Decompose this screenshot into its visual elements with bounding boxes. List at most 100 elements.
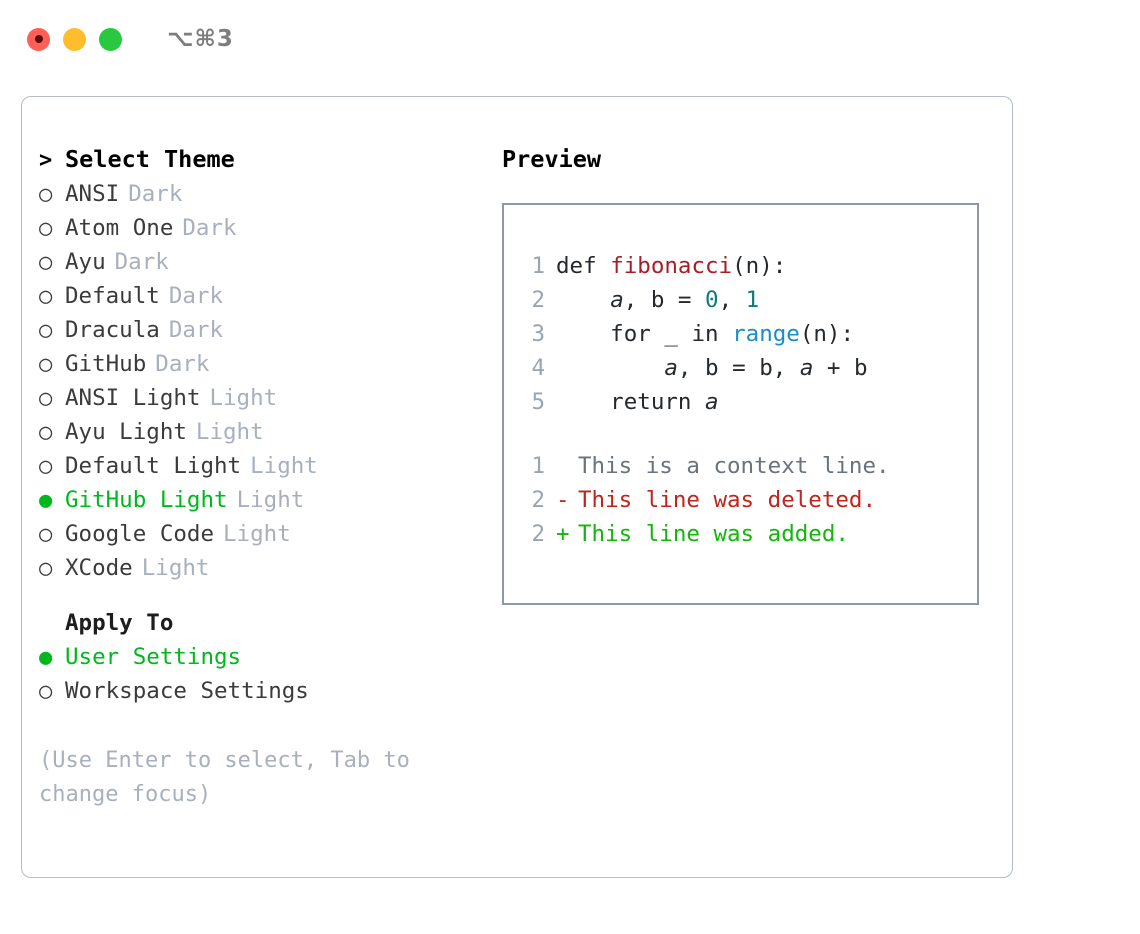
select-theme-title: Select Theme xyxy=(65,145,235,173)
code-text: for _ in range(n): xyxy=(556,321,854,347)
theme-name: GitHub Light xyxy=(65,487,228,513)
apply-to-option[interactable]: ●User Settings xyxy=(39,644,489,678)
radio-selected-icon: ● xyxy=(39,488,53,513)
theme-list-item[interactable]: ○ Google Code Light xyxy=(39,521,489,555)
code-text: a, b = 0, 1 xyxy=(556,287,759,313)
theme-variant-tag: Light xyxy=(250,453,318,479)
theme-list-item[interactable]: ○ Default Light Light xyxy=(39,453,489,487)
theme-name: Atom One xyxy=(65,215,174,241)
theme-name: Google Code xyxy=(65,521,215,547)
code-token: 1 xyxy=(745,287,760,313)
radio-unselected-icon: ○ xyxy=(39,454,53,479)
theme-list-item[interactable]: ○ Ayu Light Light xyxy=(39,419,489,453)
code-token xyxy=(556,287,610,313)
radio-unselected-icon: ○ xyxy=(39,556,53,581)
code-token xyxy=(556,355,664,381)
theme-name: GitHub xyxy=(65,351,147,377)
radio-unselected-icon: ○ xyxy=(39,182,53,207)
line-number: 1 xyxy=(531,453,545,479)
line-number: 4 xyxy=(531,355,545,381)
keyboard-shortcut-label: ⌥⌘3 xyxy=(167,26,234,52)
theme-variant-tag: Light xyxy=(141,555,210,581)
line-number: 2 xyxy=(531,521,545,547)
code-token: a xyxy=(664,355,678,381)
code-token: b xyxy=(650,287,665,313)
minimize-button[interactable] xyxy=(63,27,86,51)
theme-variant-tag: Dark xyxy=(155,351,210,377)
code-text: return a xyxy=(556,389,719,415)
code-text: def fibonacci(n): xyxy=(556,253,786,279)
code-token: 0 xyxy=(705,287,719,313)
radio-unselected-icon: ○ xyxy=(39,386,53,411)
line-number: 2 xyxy=(531,487,545,513)
apply-to-option[interactable]: ○Workspace Settings xyxy=(39,678,489,712)
radio-unselected-icon: ○ xyxy=(39,522,53,547)
code-text: a, b = b, a + b xyxy=(556,355,868,381)
apply-to-title: Apply To xyxy=(65,610,174,636)
diff-sample: 1 This is a context line.2-This line was… xyxy=(504,453,977,555)
code-token: (n): xyxy=(732,253,787,279)
radio-unselected-icon: ○ xyxy=(39,216,53,241)
code-line: 5 return a xyxy=(504,389,977,423)
line-number: 5 xyxy=(531,389,545,415)
theme-list-item[interactable]: ○ Dracula Dark xyxy=(39,317,489,351)
radio-unselected-icon: ○ xyxy=(39,679,53,704)
diff-line: 1 This is a context line. xyxy=(504,453,977,487)
diff-line: 2-This line was deleted. xyxy=(504,487,977,521)
theme-variant-tag: Light xyxy=(236,487,305,513)
apply-to-header: Apply To xyxy=(39,610,489,644)
theme-name: Ayu xyxy=(65,249,106,275)
theme-name: Ayu Light xyxy=(65,419,187,445)
theme-list-item[interactable]: ● GitHub Light Light xyxy=(39,487,489,521)
radio-unselected-icon: ○ xyxy=(39,420,53,445)
theme-variant-tag: Dark xyxy=(168,317,224,343)
code-token: range xyxy=(732,321,800,347)
radio-unselected-icon: ○ xyxy=(39,318,53,343)
keyboard-hint-text: (Use Enter to select, Tab to change focu… xyxy=(39,748,410,807)
theme-variant-tag: Light xyxy=(195,419,264,445)
theme-variant-tag: Light xyxy=(223,521,291,547)
maximize-button[interactable] xyxy=(99,27,122,51)
code-line: 3 for _ in range(n): xyxy=(504,321,977,355)
theme-variant-tag: Dark xyxy=(168,283,224,309)
theme-name: Default xyxy=(65,283,160,309)
code-token: = xyxy=(664,287,706,313)
line-number: 2 xyxy=(531,287,545,313)
theme-variant-tag: Dark xyxy=(182,215,237,241)
prompt-caret-icon: > xyxy=(39,148,53,173)
code-token: , xyxy=(718,287,746,313)
apply-to-list: ●User Settings○Workspace Settings xyxy=(39,644,489,712)
code-token: , xyxy=(623,287,651,313)
diff-text: This is a context line. xyxy=(578,453,890,479)
code-token: a xyxy=(705,389,719,415)
diff-sign: - xyxy=(556,487,570,513)
code-token: for _ in xyxy=(556,321,733,347)
theme-list-item[interactable]: ○ Atom One Dark xyxy=(39,215,489,249)
code-token: , b = b, xyxy=(677,355,800,381)
theme-name: Default Light xyxy=(65,453,242,479)
code-line: 2 a, b = 0, 1 xyxy=(504,287,977,321)
theme-name: Dracula xyxy=(65,317,160,343)
diff-text: This line was deleted. xyxy=(578,487,877,513)
radio-unselected-icon: ○ xyxy=(39,250,53,275)
code-line: 4 a, b = b, a + b xyxy=(504,355,977,389)
code-token: + b xyxy=(813,355,868,381)
title-bar: ⌥⌘3 xyxy=(0,0,1140,78)
code-token: a xyxy=(799,355,814,381)
preview-spacer xyxy=(504,423,977,453)
apply-to-label: User Settings xyxy=(65,644,242,670)
close-button[interactable] xyxy=(27,27,50,51)
code-token: a xyxy=(610,287,624,313)
